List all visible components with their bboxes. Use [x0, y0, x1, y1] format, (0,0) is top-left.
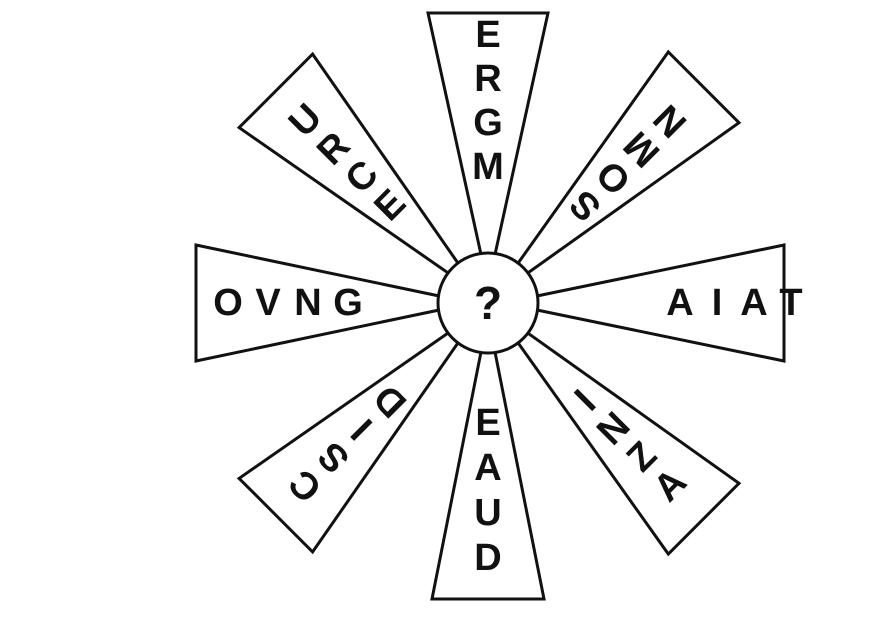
spoke-letter: G	[473, 102, 503, 144]
spoke-letter: A	[474, 447, 501, 489]
spoke-letter: G	[333, 282, 363, 324]
spoke-letter: M	[472, 146, 504, 188]
spoke-letter: A	[740, 282, 767, 324]
spoke-letter: T	[779, 282, 802, 324]
center-question-mark: ?	[474, 277, 502, 329]
spoke-letter: E	[475, 14, 500, 56]
center-circle	[436, 251, 540, 355]
spoke-letter: N	[294, 282, 321, 324]
spoke-letter: E	[475, 402, 500, 444]
spoke-letter: D	[474, 537, 501, 579]
spoke-letter: R	[474, 58, 501, 100]
spoke-letter: A	[666, 282, 693, 324]
spoke-letter: V	[255, 282, 281, 324]
spoke-letter: U	[474, 492, 501, 534]
spoke-letter: O	[213, 282, 243, 324]
spoke-letter: I	[712, 282, 723, 324]
